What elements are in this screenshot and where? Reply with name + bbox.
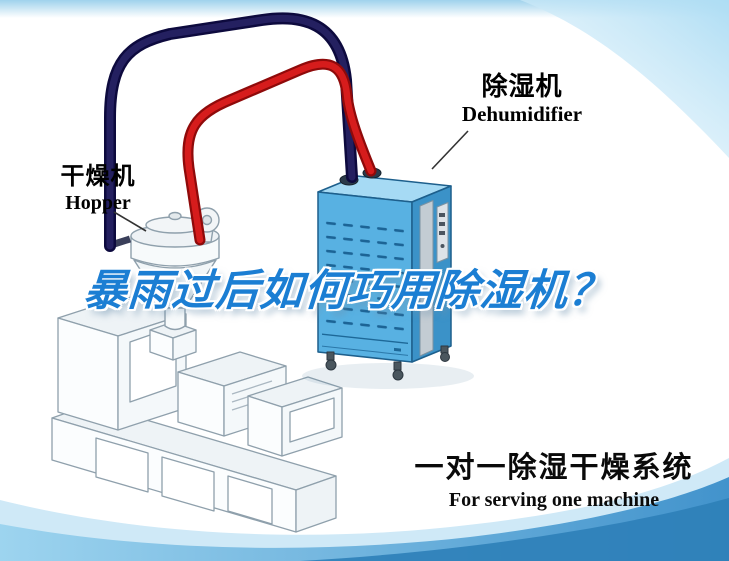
supply-hose-red (182, 58, 377, 246)
hopper-label: 干燥机 Hopper (18, 163, 178, 215)
dehumidifier-pointer-line (431, 130, 469, 170)
dehumidifier-shadow (302, 363, 474, 389)
hopper-cone (133, 259, 217, 309)
dehumidifier-label: 除湿机 Dehumidifier (442, 71, 602, 127)
extruder-end-unit (247, 376, 343, 457)
hopper-label-en: Hopper (65, 191, 131, 214)
top-right-corner-swoosh (520, 0, 729, 158)
dehumidifier-unit (302, 167, 474, 389)
dehumidifier-control-panel (419, 200, 449, 357)
blower-hub (201, 214, 213, 226)
hopper-label-cn: 干燥机 (60, 163, 136, 190)
hopper-lid-knob (168, 211, 182, 221)
bottom-band-dark (300, 498, 729, 561)
return-hose-navy (104, 12, 358, 252)
caption-en: For serving one machine (448, 489, 660, 512)
hopper-pointer-line (113, 211, 147, 232)
hopper-outlet (164, 307, 186, 331)
dehumidifier-label-cn: 除湿机 (481, 71, 563, 101)
extruder-machine (51, 295, 343, 533)
door-handle (394, 347, 401, 352)
caption-block: 一对一除湿干燥系统 For serving one machine (404, 450, 704, 514)
dehumidifier-vent-grille (322, 213, 408, 356)
headline-title: 暴雨过后如何巧用除湿机？ (82, 267, 614, 315)
dehumidifier-wheels (325, 345, 450, 381)
dehumidifier-label-en: Dehumidifier (461, 101, 583, 126)
hopper-machine (109, 207, 220, 331)
caption-cn: 一对一除湿干燥系统 (414, 452, 694, 484)
